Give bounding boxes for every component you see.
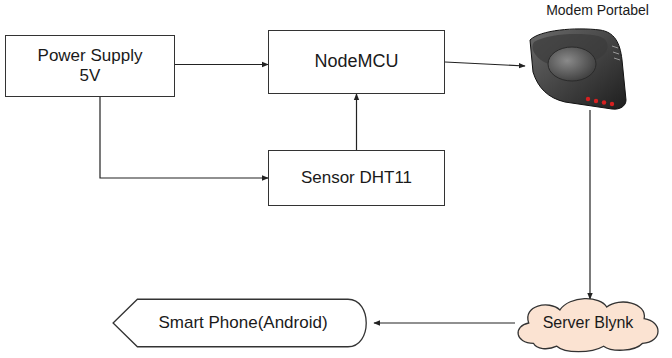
connector-arrow [589, 110, 590, 299]
power-supply-box: Power Supply 5V [5, 35, 175, 97]
node-label: Sensor DHT11 [301, 168, 412, 188]
connector-arrow [445, 62, 525, 66]
modem-body [530, 29, 626, 109]
modem-node: Modem Portabel [525, 2, 670, 110]
node-label: Power Supply 5V [30, 46, 150, 87]
node-label: Smart Phone(Android) [152, 313, 327, 333]
node-label: NodeMCU [314, 51, 398, 73]
connector-arrow [175, 64, 268, 65]
controller-box: NodeMCU [268, 30, 445, 94]
smartphone-display: Smart Phone(Android) [105, 298, 375, 348]
node-label: Modem Portabel [546, 2, 649, 19]
connector-arrow [356, 94, 357, 150]
server-cloud: Server Blynk [510, 294, 666, 352]
connector-arrow [374, 322, 515, 323]
node-label: Server Blynk [543, 313, 634, 332]
connector-arrow [100, 97, 268, 178]
sensor-box: Sensor DHT11 [268, 150, 445, 206]
